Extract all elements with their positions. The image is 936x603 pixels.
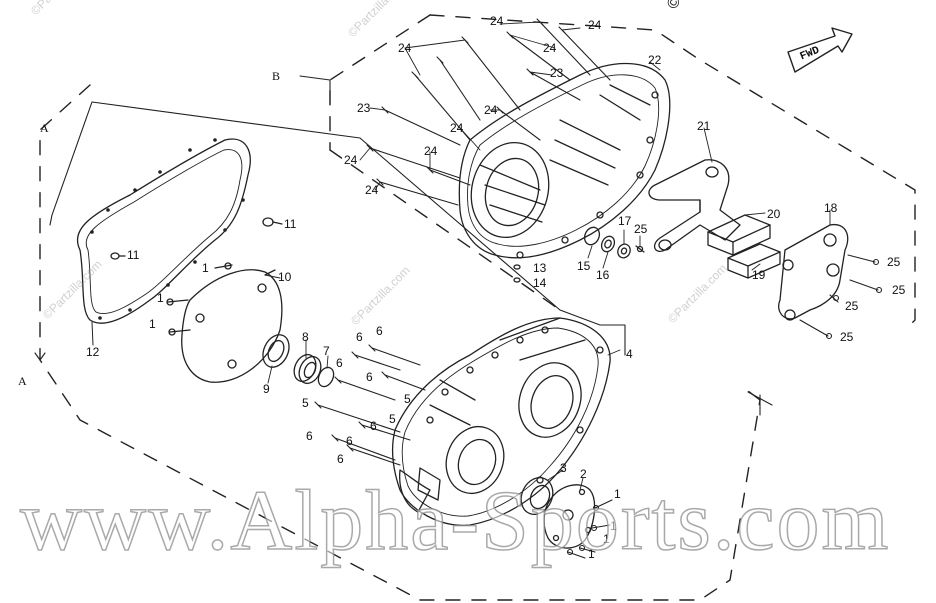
rubber-pad-part-19 [727, 243, 781, 279]
callout-1: 1 [149, 317, 156, 331]
section-label-b: B [272, 69, 281, 83]
callout-1: 1 [614, 487, 621, 501]
callout-13: 13 [533, 261, 547, 275]
forward-arrow-icon [787, 27, 853, 73]
callout-6: 6 [306, 429, 313, 443]
screws-part-1 [566, 499, 613, 559]
section-label-a: A [40, 121, 49, 135]
callout-24: 24 [398, 41, 412, 55]
callout-15: 15 [577, 259, 591, 273]
callout-6: 6 [376, 324, 383, 338]
retainer-plate-part-2 [543, 484, 596, 549]
callout-1: 1 [603, 532, 610, 546]
bolts-part-25 [799, 254, 883, 340]
callout-5: 5 [302, 396, 309, 410]
callout-7: 7 [323, 344, 330, 358]
callout-25: 25 [634, 222, 648, 236]
oil-seal-part-9 [262, 334, 290, 368]
bracket-part-21 [648, 159, 741, 252]
bolts-part-6 [314, 344, 426, 466]
bearing-part-3 [520, 477, 554, 515]
callout-24: 24 [450, 121, 464, 135]
callout-4: 4 [626, 347, 633, 361]
callout-24: 24 [490, 14, 504, 28]
callout-18: 18 [824, 201, 838, 215]
callout-21: 21 [697, 119, 711, 133]
callout-3: 3 [560, 461, 567, 475]
section-label-a: A [18, 374, 27, 388]
hardware-parts-13-17 [513, 226, 645, 283]
callout-20: 20 [767, 207, 781, 221]
callout-6: 6 [366, 370, 373, 384]
o-ring-part-7 [317, 366, 335, 388]
callout-16: 16 [596, 268, 610, 282]
callout-25: 25 [892, 283, 906, 297]
callout-25: 25 [845, 299, 859, 313]
callout-17: 17 [618, 214, 632, 228]
callout-10: 10 [278, 270, 292, 284]
callout-14: 14 [533, 276, 547, 290]
callout-24: 24 [365, 183, 379, 197]
callout-2: 2 [580, 467, 587, 481]
site-watermark: www.Alpha-Sports.com [19, 471, 891, 569]
rubber-pad-part-20 [707, 214, 771, 256]
callout-11: 11 [284, 217, 297, 231]
callout-23: 23 [550, 66, 564, 80]
callout-19: 19 [752, 268, 766, 282]
fasteners-small [110, 217, 283, 336]
leader-lines [264, 21, 831, 491]
callout-25: 25 [887, 255, 901, 269]
callout-6: 6 [370, 419, 377, 433]
callout-24: 24 [484, 103, 498, 117]
callout-6: 6 [346, 434, 353, 448]
callout-6: 6 [337, 452, 344, 466]
callout-1: 1 [610, 519, 617, 533]
callout-23: 23 [357, 101, 371, 115]
callout-6: 6 [336, 356, 343, 370]
callout-5: 5 [404, 392, 411, 406]
section-guide-lines [34, 75, 773, 416]
callout-24: 24 [543, 41, 557, 55]
outer-cover-part-12 [76, 138, 251, 324]
callout-6: 6 [356, 330, 363, 344]
crankcase-left-part-4 [391, 317, 611, 526]
callout-1: 1 [588, 547, 595, 561]
callout-22: 22 [648, 53, 662, 67]
callout-24: 24 [344, 153, 358, 167]
crankcase-right-part-22 [458, 62, 671, 259]
gasket-part-10 [181, 269, 283, 383]
callout-8: 8 [302, 330, 309, 344]
callout-12: 12 [86, 345, 100, 359]
callout-25: 25 [840, 330, 854, 344]
callout-5: 5 [389, 412, 396, 426]
callout-11: 11 [127, 248, 140, 262]
callout-24: 24 [424, 144, 438, 158]
bearing-part-8 [293, 353, 322, 385]
callout-9: 9 [263, 382, 270, 396]
callout-1: 1 [202, 261, 209, 275]
mount-plate-part-18 [778, 223, 849, 321]
callout-24: 24 [588, 18, 602, 32]
callout-1: 1 [157, 291, 164, 305]
